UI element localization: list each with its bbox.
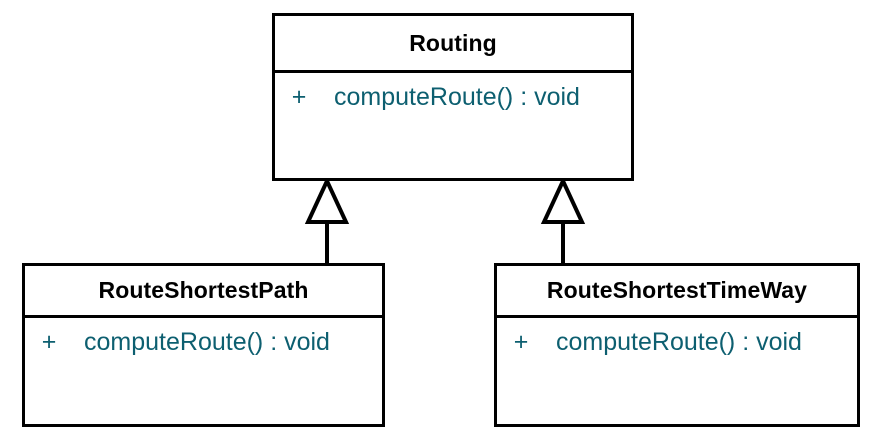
uml-class-routeshortestpath[interactable]: RouteShortestPath + computeRoute() : voi… [22,263,385,427]
generalization-routeshortesttimeway-to-routing[interactable] [531,176,595,266]
uml-class-name-routeshortesttimeway: RouteShortestTimeWay [546,277,808,303]
uml-operations-compartment-routing: + computeRoute() : void [275,73,631,178]
uml-visibility-marker: + [41,328,57,356]
uml-class-routeshortesttimeway[interactable]: RouteShortestTimeWay + computeRoute() : … [494,263,860,427]
uml-operation-signature: computeRoute() : void [556,328,802,356]
uml-operation-row: + computeRoute() : void [275,83,631,112]
uml-class-header-routeshortesttimeway: RouteShortestTimeWay [497,266,857,318]
uml-visibility-marker: + [291,83,307,111]
uml-class-name-routing: Routing [409,29,497,56]
hollow-triangle-arrowhead-icon [540,176,586,224]
uml-operation-row: + computeRoute() : void [497,328,857,357]
uml-class-name-routeshortestpath: RouteShortestPath [98,277,309,303]
uml-class-routing[interactable]: Routing + computeRoute() : void [272,13,634,181]
uml-operation-signature: computeRoute() : void [334,83,580,111]
uml-class-header-routeshortestpath: RouteShortestPath [25,266,382,318]
uml-operations-compartment-routeshortesttimeway: + computeRoute() : void [497,318,857,424]
uml-class-header-routing: Routing [275,16,631,73]
uml-operations-compartment-routeshortestpath: + computeRoute() : void [25,318,382,424]
generalization-routeshortestpath-to-routing[interactable] [295,176,359,266]
uml-visibility-marker: + [513,328,529,356]
uml-operation-row: + computeRoute() : void [25,328,382,357]
uml-operation-signature: computeRoute() : void [84,328,330,356]
hollow-triangle-arrowhead-icon [304,176,350,224]
